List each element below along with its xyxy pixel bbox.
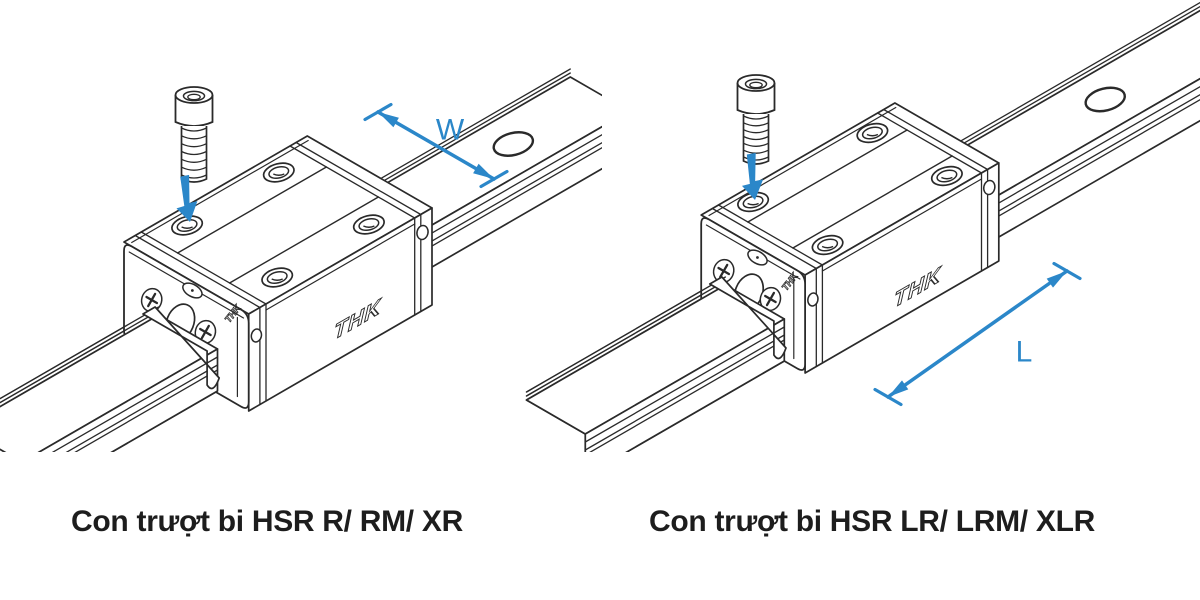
dimension-label: L (1016, 336, 1033, 369)
caption-left: Con trượt bi HSR R/ RM/ XR (71, 505, 463, 538)
block-group (123, 135, 433, 412)
rail-front-group (525, 276, 787, 452)
dimension-w-arrow: W (363, 102, 509, 189)
dimension-l-arrow: L (873, 261, 1082, 407)
block-group (700, 102, 1000, 374)
cap-screw-icon (174, 86, 214, 183)
caption-right: Con trượt bi HSR LR/ LRM/ XLR (649, 505, 1095, 538)
cap-screw-icon (736, 74, 776, 165)
mounting-arrow-icon (176, 174, 198, 222)
mounting-arrow-icon (741, 152, 764, 200)
dimension-label: W (436, 114, 465, 147)
rail-front-group (0, 306, 221, 452)
